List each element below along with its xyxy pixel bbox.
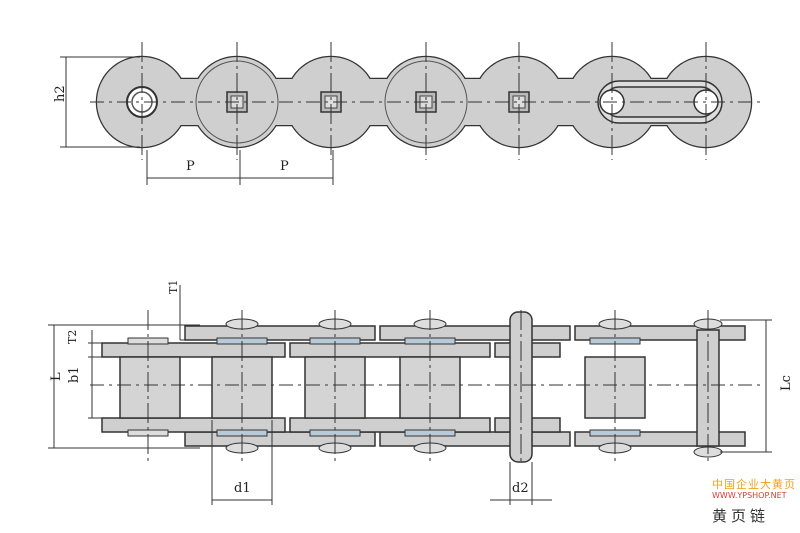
label-l: L [49, 372, 64, 381]
top-view-chain [90, 42, 760, 160]
watermark-line3: 黄页链 [712, 507, 770, 525]
label-pitch-1: P [186, 159, 195, 174]
inner-plate-bottom [289, 417, 491, 433]
label-t1: T1 [167, 280, 180, 294]
label-h2: h2 [53, 85, 68, 102]
label-b1: b1 [67, 366, 82, 383]
watermark-url: WWW.YPSHOP.NET [712, 491, 787, 500]
label-pitch-2: P [280, 159, 289, 174]
inner-plate-top [289, 342, 491, 358]
label-lc: Lc [779, 375, 794, 391]
inner-plate-top [101, 342, 286, 358]
label-d1: d1 [234, 481, 251, 496]
dimension-lines [48, 56, 772, 505]
label-d2: d2 [512, 481, 529, 496]
roller [119, 356, 181, 419]
bottom-view-chain [90, 310, 760, 463]
watermark-line1: 中国企业大黄页 [712, 478, 796, 491]
outer-plate-top [184, 325, 376, 341]
label-t2: T2 [66, 330, 79, 344]
